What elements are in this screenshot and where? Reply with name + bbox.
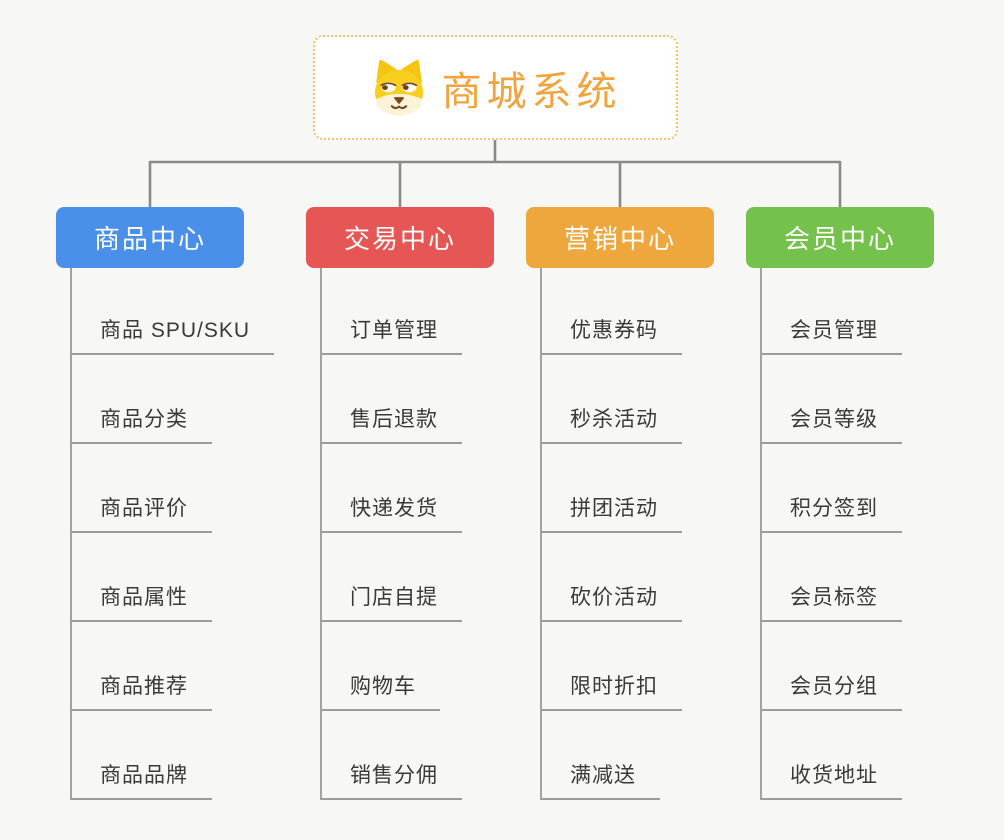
leaf-label: 门店自提	[350, 586, 438, 609]
leaf-node[interactable]: 商品品牌	[71, 757, 212, 800]
leaf-node[interactable]: 会员标签	[761, 579, 902, 622]
leaf-label: 会员标签	[790, 586, 878, 609]
branch-node-1[interactable]: 商品中心	[56, 207, 244, 268]
leaf-node[interactable]: 商品评价	[71, 490, 212, 533]
leaf-node[interactable]: 会员等级	[761, 401, 902, 444]
leaf-node[interactable]: 积分签到	[761, 490, 902, 533]
root-title: 商城系统	[441, 69, 622, 114]
leaf-node[interactable]: 拼团活动	[541, 490, 682, 533]
branch-label: 营销中心	[563, 224, 676, 254]
leaf-node[interactable]: 满减送	[541, 757, 660, 800]
leaf-label: 收货地址	[790, 764, 878, 787]
leaf-label: 拼团活动	[570, 497, 658, 520]
root-node[interactable]: 商城系统	[313, 35, 678, 140]
leaf-label: 会员管理	[790, 319, 878, 342]
leaf-label: 订单管理	[350, 319, 438, 342]
leaf-label: 限时折扣	[570, 675, 658, 698]
trunk-connector	[148, 139, 842, 207]
branch-node-4[interactable]: 会员中心	[746, 207, 934, 268]
leaf-node[interactable]: 秒杀活动	[541, 401, 682, 444]
leaf-node[interactable]: 购物车	[321, 668, 440, 711]
leaf-node[interactable]: 砍价活动	[541, 579, 682, 622]
leaf-label: 商品品牌	[100, 764, 188, 787]
leaf-node[interactable]: 会员分组	[761, 668, 902, 711]
leaf-node[interactable]: 商品分类	[71, 401, 212, 444]
leaf-label: 积分签到	[790, 497, 878, 520]
leaf-label: 商品分类	[100, 408, 188, 431]
branch-node-2[interactable]: 交易中心	[306, 207, 494, 268]
leaf-node[interactable]: 销售分佣	[321, 757, 462, 800]
leaf-node[interactable]: 收货地址	[761, 757, 902, 800]
leaf-label: 售后退款	[350, 408, 438, 431]
leaf-label: 商品属性	[100, 586, 188, 609]
leaf-label: 商品推荐	[100, 675, 188, 698]
leaf-node[interactable]: 商品属性	[71, 579, 212, 622]
leaf-label: 秒杀活动	[570, 408, 658, 431]
branch-label: 商品中心	[93, 224, 206, 254]
leaf-node[interactable]: 限时折扣	[541, 668, 682, 711]
leaf-node[interactable]: 售后退款	[321, 401, 462, 444]
leaf-label: 快递发货	[350, 497, 438, 520]
leaf-node[interactable]: 商品推荐	[71, 668, 212, 711]
leaf-label: 购物车	[350, 675, 416, 698]
leaf-label: 优惠券码	[570, 319, 658, 342]
leaf-label: 商品 SPU/SKU	[100, 319, 251, 342]
branch-label: 会员中心	[783, 224, 896, 254]
leaf-label: 销售分佣	[350, 764, 438, 787]
leaf-label: 砍价活动	[570, 586, 658, 609]
leaf-node[interactable]: 门店自提	[321, 579, 462, 622]
leaf-node[interactable]: 订单管理	[321, 312, 462, 355]
leaf-node[interactable]: 快递发货	[321, 490, 462, 533]
leaf-node[interactable]: 会员管理	[761, 312, 902, 355]
dog-face-icon	[374, 59, 423, 115]
leaf-node[interactable]: 优惠券码	[541, 312, 682, 355]
branch-label: 交易中心	[343, 224, 456, 254]
leaf-node[interactable]: 商品 SPU/SKU	[71, 312, 275, 355]
leaf-label: 商品评价	[100, 497, 188, 520]
leaf-label: 会员等级	[790, 408, 878, 431]
leaf-label: 满减送	[570, 764, 636, 787]
leaf-label: 会员分组	[790, 675, 878, 698]
branch-node-3[interactable]: 营销中心	[526, 207, 714, 268]
